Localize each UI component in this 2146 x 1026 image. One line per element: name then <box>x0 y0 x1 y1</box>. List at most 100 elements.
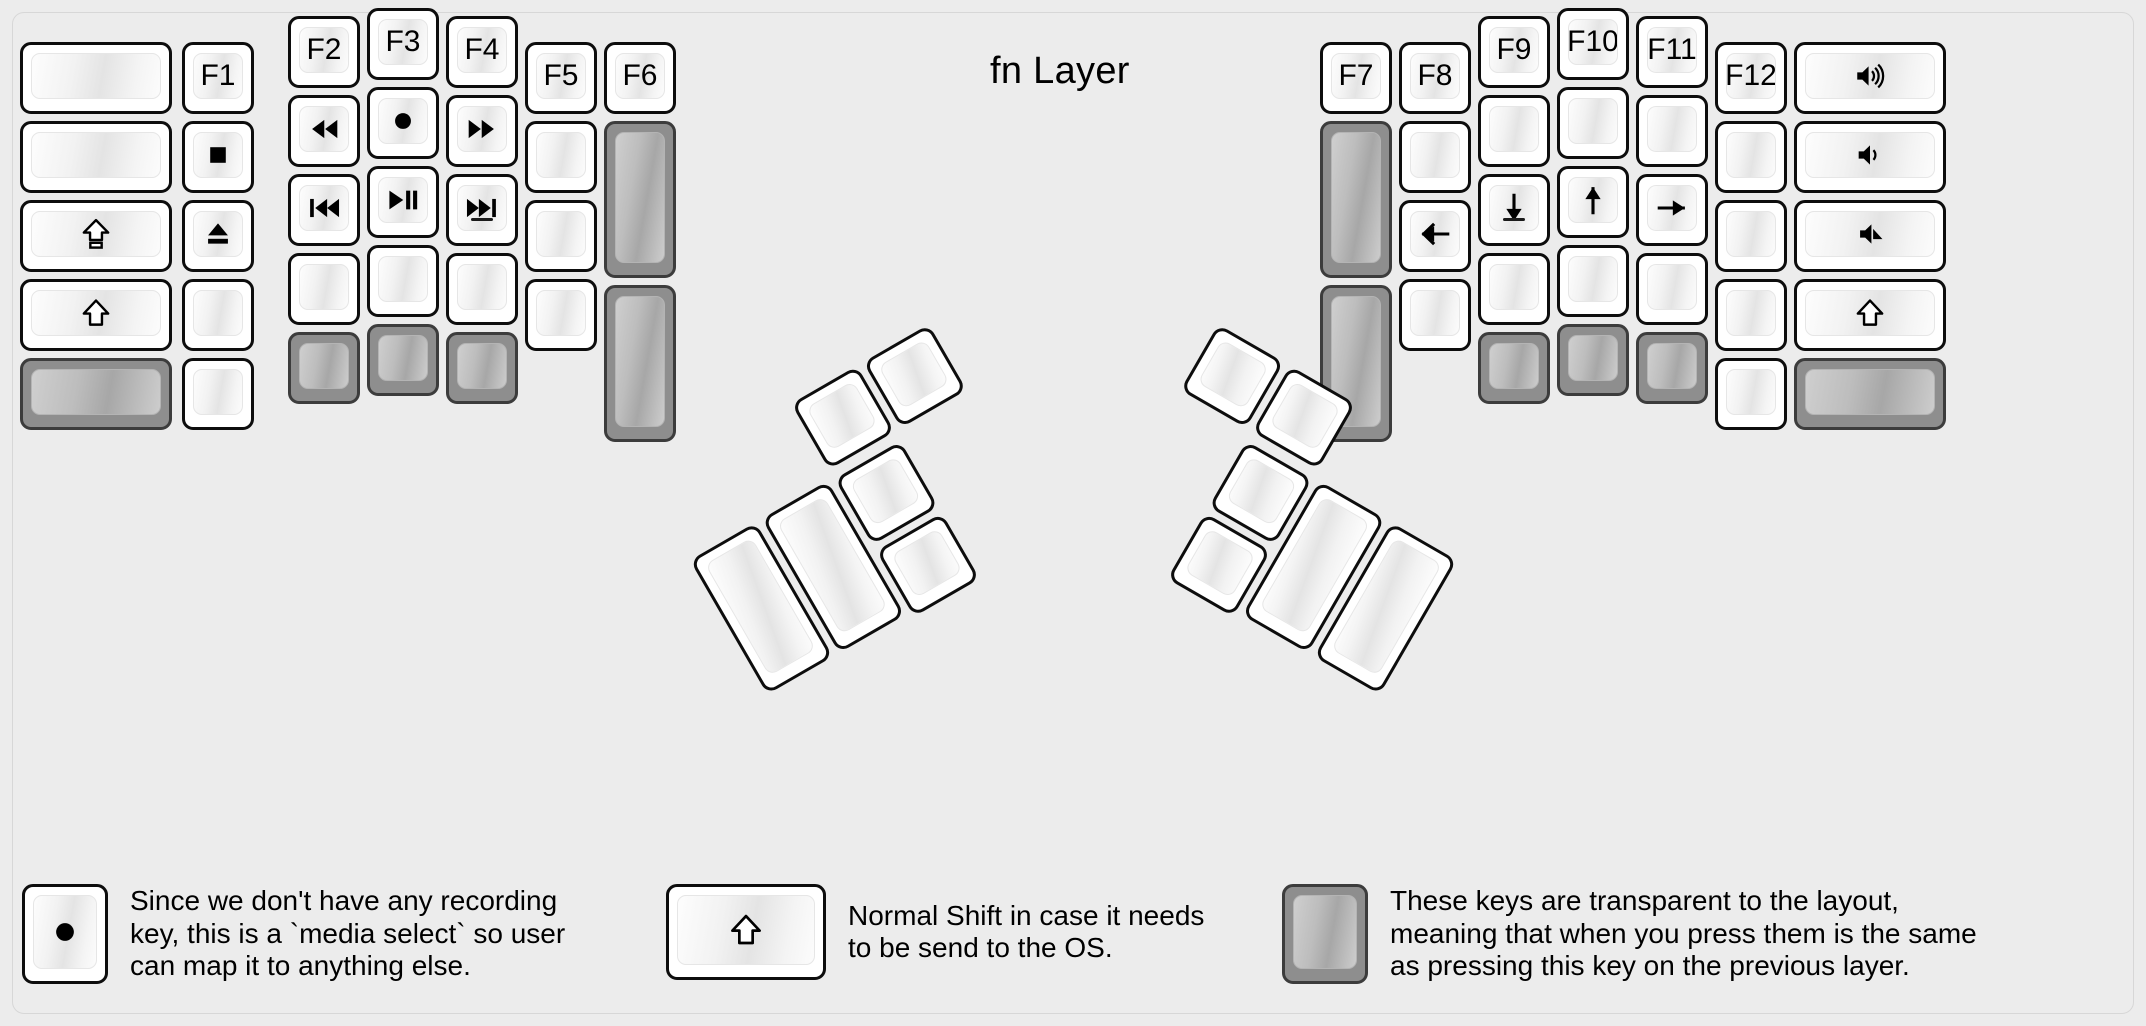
right-col-ring-key-1[interactable] <box>1636 95 1708 167</box>
right-col-index-key-4[interactable] <box>1478 332 1550 404</box>
right-col-pinky-key-4[interactable] <box>1715 358 1787 430</box>
right-col-pinky-key-0[interactable]: F12 <box>1715 42 1787 114</box>
left-col-inner-key-0[interactable]: F5 <box>525 42 597 114</box>
left-col-pinky-key-4[interactable] <box>182 358 254 430</box>
left-col-middle-key-4[interactable] <box>367 324 439 396</box>
keycap-legend-area: F8 <box>1411 54 1459 98</box>
left-col-pinky-outer-key-1[interactable] <box>20 121 172 193</box>
left-col-innermost-key-1[interactable] <box>604 121 676 278</box>
arrow-up-icon <box>1576 183 1610 217</box>
legend-description: These keys are transparent to the layout… <box>1390 885 1977 982</box>
left-col-middle-key-3[interactable] <box>367 245 439 317</box>
keycap-legend-area: F11 <box>1648 28 1696 72</box>
keycap-surface: F9 <box>1489 27 1539 73</box>
left-col-innermost-key-0[interactable]: F6 <box>604 42 676 114</box>
left-col-ring-key-1[interactable] <box>288 95 360 167</box>
right-col-index-key-1[interactable] <box>1478 95 1550 167</box>
right-col-middle-key-2[interactable] <box>1557 166 1629 238</box>
left-col-index-key-0[interactable]: F4 <box>446 16 518 88</box>
keycap-surface <box>193 290 243 336</box>
left-col-pinky-outer-key-3[interactable] <box>20 279 172 351</box>
left-col-inner-key-1[interactable] <box>525 121 597 193</box>
right-col-index-key-3[interactable] <box>1478 253 1550 325</box>
left-col-pinky-outer-key-2[interactable] <box>20 200 172 272</box>
left-col-inner-key-2[interactable] <box>525 200 597 272</box>
right-col-pinky-key-1[interactable] <box>1715 121 1787 193</box>
right-col-middle-key-1[interactable] <box>1557 87 1629 159</box>
right-col-pinky-outer-key-1[interactable] <box>1794 121 1946 193</box>
right-col-inner-key-3[interactable] <box>1399 279 1471 351</box>
left-col-pinky-key-3[interactable] <box>182 279 254 351</box>
left-col-ring-key-3[interactable] <box>288 253 360 325</box>
keycap-surface <box>1726 369 1776 415</box>
keycap-surface <box>849 456 922 527</box>
legend-sample-keycap <box>22 884 108 984</box>
keycap-surface: F6 <box>615 53 665 99</box>
keycap-legend-area <box>1648 186 1696 230</box>
right-col-pinky-outer-key-3[interactable] <box>1794 279 1946 351</box>
keycap-legend-area <box>1490 186 1538 230</box>
right-col-ring-key-0[interactable]: F11 <box>1636 16 1708 88</box>
right-col-ring-key-3[interactable] <box>1636 253 1708 325</box>
keycap-surface <box>31 369 161 415</box>
right-col-index-key-0[interactable]: F9 <box>1478 16 1550 88</box>
left-col-pinky-key-0[interactable]: F1 <box>182 42 254 114</box>
right-col-inner-key-2[interactable] <box>1399 200 1471 272</box>
right-col-pinky-key-2[interactable] <box>1715 200 1787 272</box>
keycap-surface <box>806 380 878 452</box>
right-col-middle-key-4[interactable] <box>1557 324 1629 396</box>
right-col-inner-key-0[interactable]: F8 <box>1399 42 1471 114</box>
left-col-pinky-outer-key-4[interactable] <box>20 358 172 430</box>
keycap-surface <box>1726 132 1776 178</box>
keycap-surface <box>1568 98 1618 144</box>
keycap-legend-area <box>1806 370 1934 414</box>
keycap-surface <box>33 895 97 969</box>
right-col-index-key-2[interactable] <box>1478 174 1550 246</box>
left-col-middle-key-2[interactable] <box>367 166 439 238</box>
legend-item-1: Normal Shift in case it needs to be send… <box>666 884 1204 980</box>
left-col-index-key-2[interactable] <box>446 174 518 246</box>
right-col-innermost-key-0[interactable]: F7 <box>1320 42 1392 114</box>
keycap-surface <box>1293 895 1357 969</box>
keycap-legend-area <box>379 178 427 222</box>
legend-description: Normal Shift in case it needs to be send… <box>848 899 1205 963</box>
legend-description: Since we don't have any recording key, t… <box>130 885 566 982</box>
right-col-pinky-outer-key-4[interactable] <box>1794 358 1946 430</box>
left-col-ring-key-4[interactable] <box>288 332 360 404</box>
left-col-middle-key-0[interactable]: F3 <box>367 8 439 80</box>
left-col-pinky-key-1[interactable] <box>182 121 254 193</box>
keycap-surface <box>536 132 586 178</box>
right-col-middle-key-0[interactable]: F10 <box>1557 8 1629 80</box>
right-col-middle-key-3[interactable] <box>1557 245 1629 317</box>
keycap-label: F3 <box>385 25 421 58</box>
left-col-index-key-3[interactable] <box>446 253 518 325</box>
keycap-surface <box>1410 132 1460 178</box>
left-col-index-key-4[interactable] <box>446 332 518 404</box>
right-col-inner-key-1[interactable] <box>1399 121 1471 193</box>
left-col-pinky-outer-key-0[interactable] <box>20 42 172 114</box>
right-col-pinky-outer-key-2[interactable] <box>1794 200 1946 272</box>
legend-sample-keycap <box>1282 884 1368 984</box>
right-col-pinky-outer-key-0[interactable] <box>1794 42 1946 114</box>
media-record-icon <box>386 104 420 138</box>
keycap-legend-area <box>1806 133 1934 177</box>
keycap-legend-area <box>32 291 160 335</box>
left-col-ring-key-0[interactable]: F2 <box>288 16 360 88</box>
left-col-middle-key-1[interactable] <box>367 87 439 159</box>
left-col-pinky-key-2[interactable] <box>182 200 254 272</box>
right-col-innermost-key-2[interactable] <box>1320 285 1392 442</box>
keycap-legend-area <box>32 370 160 414</box>
right-col-ring-key-4[interactable] <box>1636 332 1708 404</box>
left-col-innermost-key-2[interactable] <box>604 285 676 442</box>
keycap-surface <box>457 343 507 389</box>
left-col-ring-key-2[interactable] <box>288 174 360 246</box>
keycap-legend-area: F12 <box>1727 54 1775 98</box>
media-play-pause-icon <box>386 183 420 217</box>
keycap-legend-area <box>616 297 664 426</box>
left-col-inner-key-3[interactable] <box>525 279 597 351</box>
right-col-innermost-key-1[interactable] <box>1320 121 1392 278</box>
left-col-index-key-1[interactable] <box>446 95 518 167</box>
right-col-pinky-key-3[interactable] <box>1715 279 1787 351</box>
right-col-ring-key-2[interactable] <box>1636 174 1708 246</box>
volume-down-icon <box>1853 138 1887 172</box>
